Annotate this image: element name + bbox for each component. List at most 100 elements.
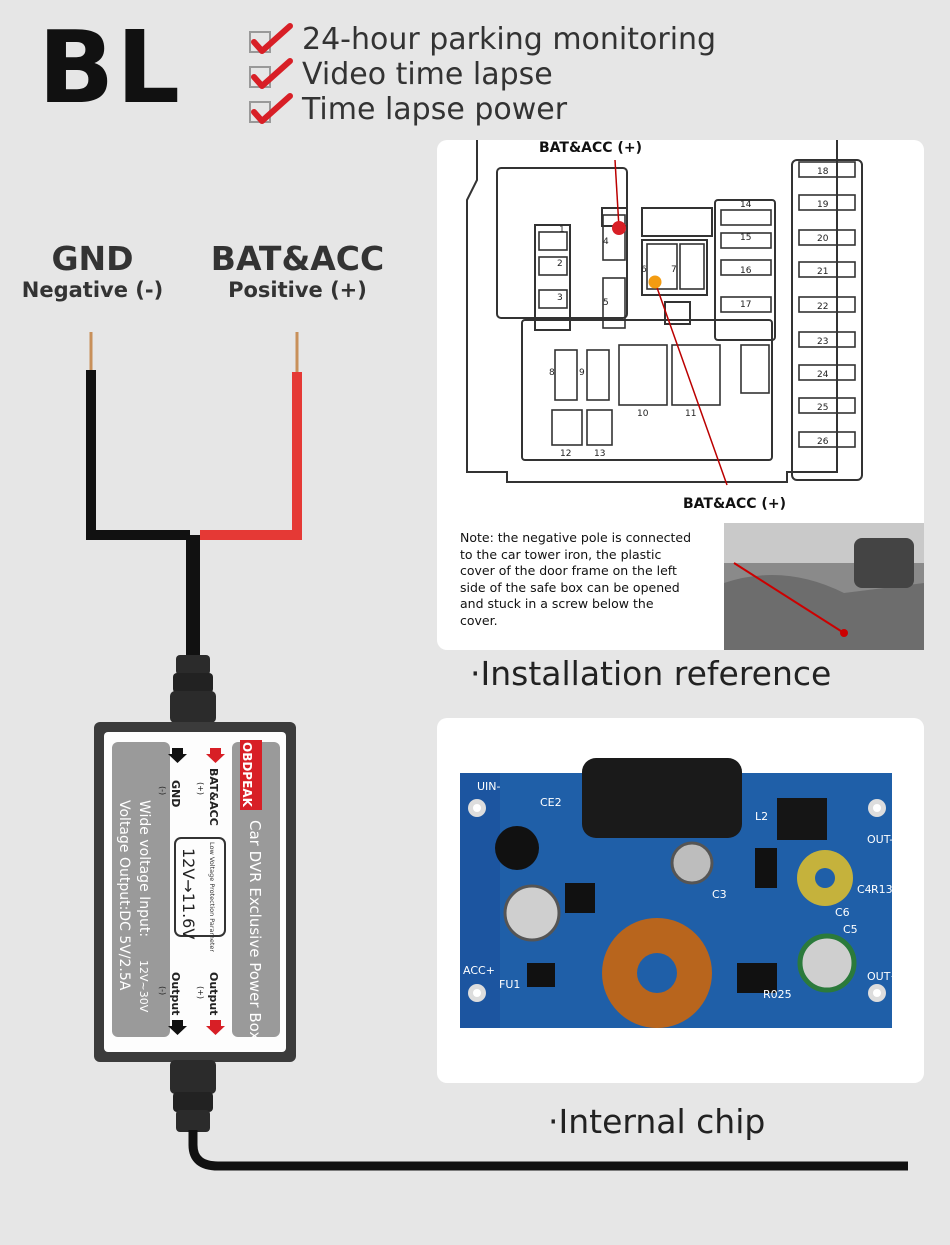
- output-minus-terminal: Output: [169, 972, 182, 1015]
- output-plus-sign: (+): [196, 986, 205, 999]
- pcb-label: L2: [755, 810, 768, 823]
- bat-acc-title: BAT&ACC: [210, 239, 385, 278]
- spec-panel: [112, 742, 170, 1037]
- feature-list: 24-hour parking monitoring Video time la…: [248, 22, 716, 127]
- chip-caption: ·Internal chip: [548, 1102, 766, 1141]
- pcb-label: C6: [835, 906, 850, 919]
- red-arrow-icon: [206, 1020, 225, 1035]
- fuse-number: 7: [671, 265, 677, 275]
- brand-panel: [232, 742, 280, 1037]
- check-icon: [249, 22, 293, 54]
- chip-card: UIN- CE2 L2 OUT- C3 C4 R13 C6 C5 ACC+ FU…: [437, 718, 924, 1083]
- gnd-terminal: GND: [169, 780, 182, 807]
- fuse-number: 17: [740, 300, 751, 310]
- pcb-label: FU1: [499, 978, 520, 991]
- fuse-box-diagram: 1 2 3 4 5 6 7 8 9 10 11 12 13 14 15 16 1…: [466, 140, 863, 486]
- pcb-label: R025: [763, 988, 792, 1001]
- fuse-number: 19: [817, 200, 829, 210]
- gnd-subtitle: Negative (-): [21, 277, 164, 302]
- fuse-number: 10: [637, 409, 649, 419]
- output-plus-terminal: Output: [207, 972, 220, 1015]
- product-name: Car DVR Exclusive Power Box: [246, 820, 264, 1040]
- output-spec: Voltage Output:DC 5V/2.5A: [116, 800, 132, 991]
- pcb-label: C4: [857, 883, 872, 896]
- fuse-number: 21: [817, 267, 828, 277]
- check-icon: [249, 57, 293, 89]
- feature-label: Time lapse power: [302, 92, 568, 127]
- bat-acc-label: BAT&ACC Positive (+): [200, 240, 395, 302]
- feature-item: 24-hour parking monitoring: [248, 22, 716, 57]
- fuse-number: 26: [817, 437, 829, 447]
- installation-caption: ·Installation reference: [470, 654, 832, 693]
- fuse-number: 9: [579, 368, 585, 378]
- pcb-illustration: UIN- CE2 L2 OUT- C3 C4 R13 C6 C5 ACC+ FU…: [460, 758, 900, 1028]
- gnd-title: GND: [51, 239, 134, 278]
- installation-note: Note: the negative pole is connected to …: [460, 530, 692, 628]
- installation-card: 1 2 3 4 5 6 7 8 9 10 11 12 13 14 15 16 1…: [437, 140, 924, 650]
- pcb-label: OUT-: [867, 833, 893, 846]
- gnd-wire: [86, 370, 190, 540]
- fuse-number: 8: [549, 368, 555, 378]
- fuse-number: 1: [559, 225, 565, 235]
- fuse-number: 14: [740, 200, 752, 210]
- fuse-number: 11: [685, 409, 696, 419]
- bat-acc-callout-top: BAT&ACC (+): [539, 140, 642, 156]
- fuse-marker-red: [612, 221, 626, 235]
- fuse-number: 3: [557, 293, 563, 303]
- bat-acc-callout-bottom: BAT&ACC (+): [683, 496, 786, 512]
- feature-label: Video time lapse: [302, 57, 553, 92]
- strain-relief-top: [170, 655, 216, 723]
- brand-badge: [240, 740, 262, 810]
- black-arrow-icon: [168, 1020, 187, 1035]
- feature-item: Time lapse power: [248, 92, 716, 127]
- fuse-number: 12: [560, 449, 571, 459]
- check-icon: [249, 92, 293, 124]
- fuse-number: 25: [817, 403, 828, 413]
- fuse-number: 4: [603, 237, 609, 247]
- black-arrow-icon: [168, 748, 187, 763]
- protection-panel: [174, 837, 226, 937]
- fuse-marker-orange: [648, 275, 662, 289]
- fuse-number: 22: [817, 302, 828, 312]
- pcb-label: ACC+: [463, 964, 495, 977]
- fuse-number: 24: [817, 370, 829, 380]
- pointer-line: [654, 281, 728, 486]
- fuse-number: 13: [594, 449, 605, 459]
- fuse-number: 16: [740, 266, 752, 276]
- bat-acc-subtitle: Positive (+): [228, 277, 367, 302]
- bat-acc-terminal: BAT&ACC: [207, 768, 220, 826]
- pcb-label: R13: [871, 883, 893, 896]
- fuse-number: 2: [557, 259, 563, 269]
- gnd-label: GND Negative (-): [10, 240, 175, 302]
- pcb-label: C5: [843, 923, 858, 936]
- bat-acc-sign: (+): [196, 782, 205, 795]
- fuse-number: 15: [740, 233, 751, 243]
- inductor-cylinder: [582, 758, 742, 838]
- brand-mark: BL: [38, 9, 182, 126]
- pcb-label: CE2: [540, 796, 562, 809]
- fuse-number: 18: [817, 167, 829, 177]
- gnd-sign: (-): [158, 786, 167, 795]
- bat-acc-wire: [200, 372, 302, 540]
- fuse-number: 23: [817, 337, 828, 347]
- red-arrow-icon: [206, 748, 225, 763]
- pointer-line: [614, 159, 620, 229]
- input-value: 12V~30V: [137, 960, 150, 1013]
- input-label: Wide voltage Input:: [136, 800, 152, 937]
- strain-relief-bottom: [170, 1060, 216, 1132]
- protection-label: Low Voltage Protection Parameter: [208, 842, 216, 952]
- fuse-number: 5: [603, 298, 609, 308]
- feature-label: 24-hour parking monitoring: [302, 22, 717, 57]
- feature-item: Video time lapse: [248, 57, 716, 92]
- brand-name: OBDPEAK: [240, 742, 254, 808]
- fuse-number: 20: [817, 234, 829, 244]
- output-cable: [188, 1130, 908, 1171]
- fuse-number: 6: [641, 265, 647, 275]
- car-door-photo: [724, 523, 924, 650]
- protection-value: 12V→11.6V: [179, 848, 198, 939]
- pcb-label: C3: [712, 888, 727, 901]
- pcb-label: UIN-: [477, 780, 501, 793]
- pcb-label: OUT+: [867, 970, 900, 983]
- output-minus-sign: (-): [158, 986, 167, 995]
